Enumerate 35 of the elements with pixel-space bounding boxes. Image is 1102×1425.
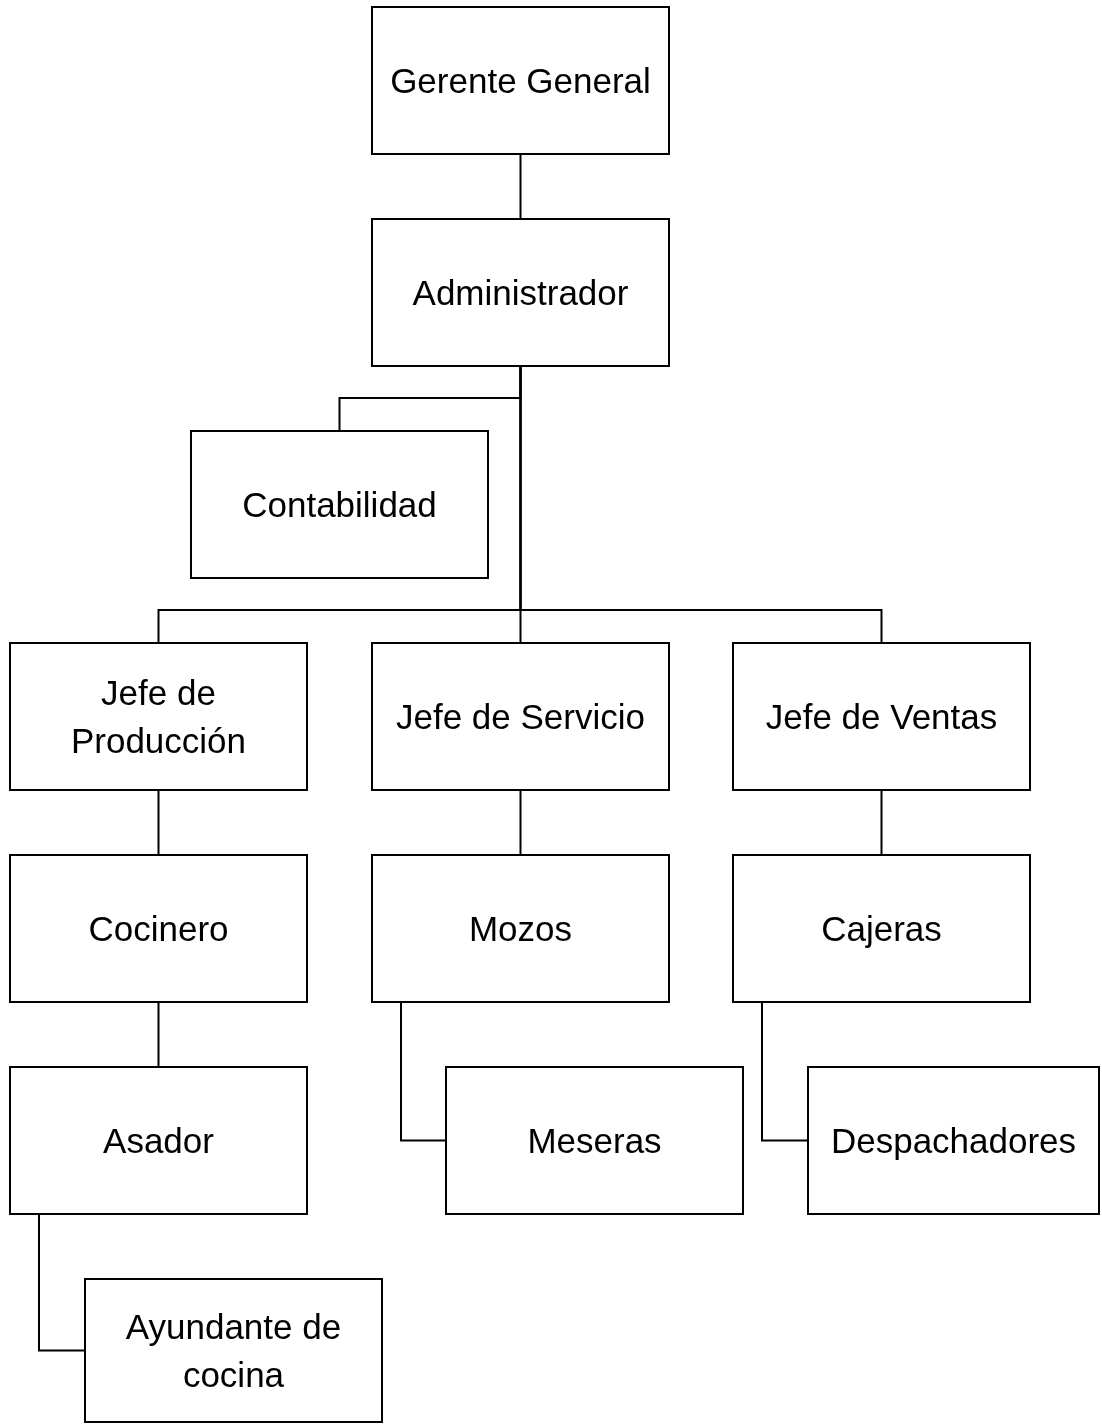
role-label: Mozos <box>468 907 573 950</box>
org-box <box>371 642 670 791</box>
role-label: Jefe de Producción <box>69 671 248 762</box>
org-box <box>445 1066 744 1215</box>
role-label: Jefe de Ventas <box>765 695 998 738</box>
role-label: Jefe de Servicio <box>396 695 645 738</box>
role-label: Gerente General <box>390 59 651 102</box>
connector-line <box>761 1002 808 1142</box>
role-label: Meseras <box>527 1119 662 1162</box>
role-label: Cocinero <box>88 907 229 950</box>
org-box <box>371 6 670 155</box>
connector-line <box>157 1002 160 1067</box>
org-box <box>371 218 670 367</box>
connector-line <box>519 790 522 855</box>
connector-line <box>519 366 883 643</box>
org-box <box>807 1066 1100 1215</box>
connector-line <box>38 1214 85 1352</box>
org-box <box>84 1278 383 1423</box>
org-box <box>9 1066 308 1215</box>
role-label: Asador <box>103 1119 214 1162</box>
org-box <box>732 854 1031 1003</box>
org-box <box>9 642 308 791</box>
connector-line <box>519 154 522 219</box>
role-label: Despachadores <box>830 1119 1077 1162</box>
org-box <box>371 854 670 1003</box>
connector-line <box>400 1002 446 1142</box>
role-label: Ayundante de cocina <box>124 1305 343 1396</box>
role-label: Administrador <box>412 271 629 314</box>
role-label: Contabilidad <box>242 483 437 526</box>
org-box <box>190 430 489 579</box>
connector-line <box>880 790 883 855</box>
role-label: Cajeras <box>821 907 942 950</box>
connector-line <box>157 790 160 855</box>
org-box <box>732 642 1031 791</box>
org-box <box>9 854 308 1003</box>
